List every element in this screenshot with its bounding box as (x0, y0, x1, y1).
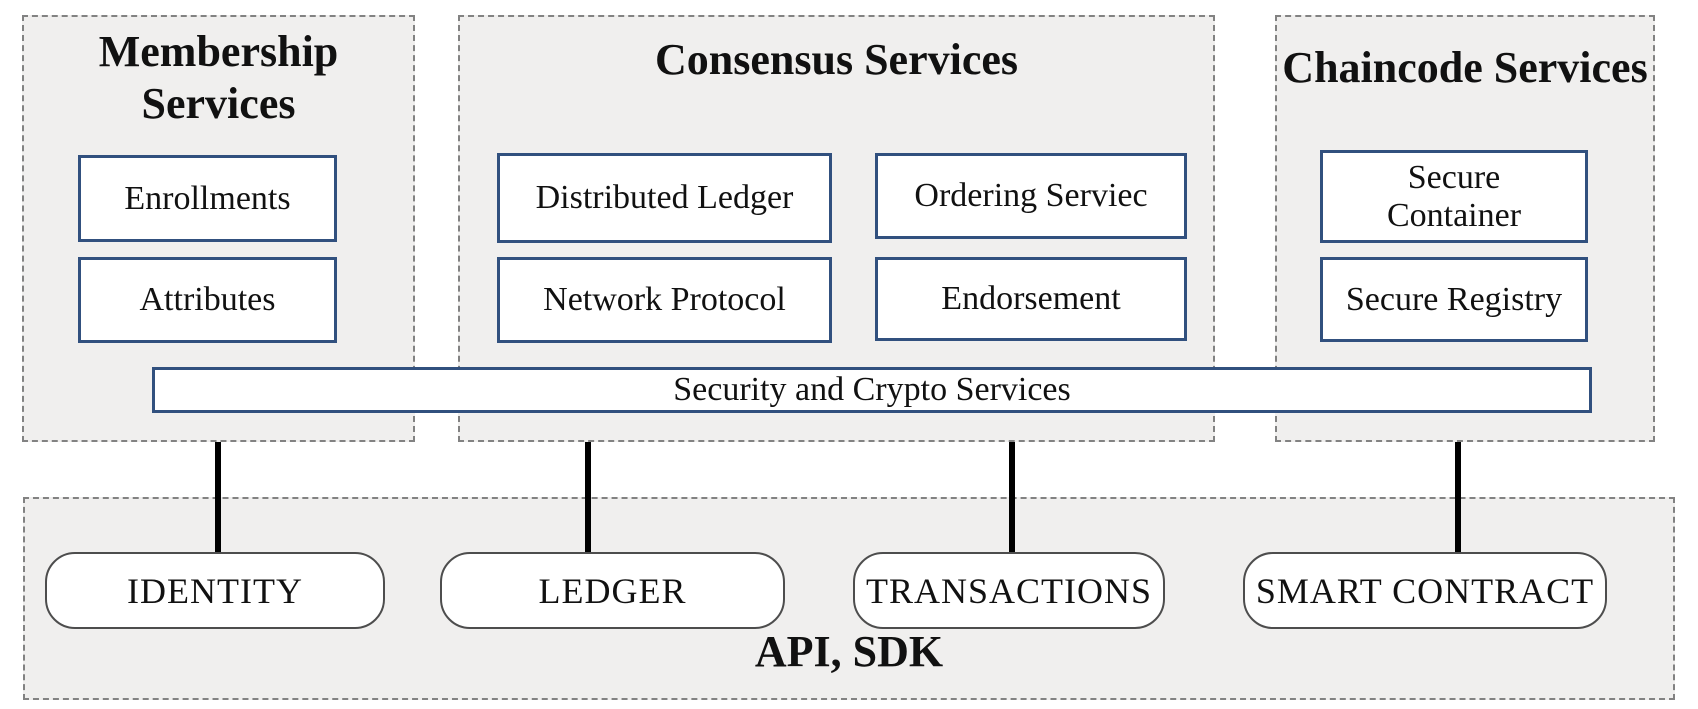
box-attributes: Attributes (78, 257, 337, 343)
membership-services-title: Membership Services (22, 26, 415, 130)
node-smart-contract: SMART CONTRACT (1243, 552, 1607, 629)
box-ordering-service: Ordering Serviec (875, 153, 1187, 239)
connector-consensus-transactions (1009, 442, 1015, 554)
connector-membership-identity (215, 442, 221, 554)
box-secure-registry: Secure Registry (1320, 257, 1588, 342)
node-ledger: LEDGER (440, 552, 785, 629)
box-network-protocol: Network Protocol (497, 257, 832, 343)
security-crypto-services-bar: Security and Crypto Services (152, 367, 1592, 413)
consensus-services-title: Consensus Services (654, 35, 1019, 84)
chaincode-services-title: Chaincode Services (1282, 43, 1648, 92)
box-endorsement: Endorsement (875, 257, 1187, 341)
connector-chaincode-smart-contract (1455, 442, 1461, 554)
node-transactions: TRANSACTIONS (853, 552, 1165, 629)
box-distributed-ledger: Distributed Ledger (497, 153, 832, 243)
membership-services-title-text: Membership Services (98, 27, 339, 128)
api-sdk-label: API, SDK (754, 627, 944, 676)
box-enrollments: Enrollments (78, 155, 337, 242)
node-identity: IDENTITY (45, 552, 385, 629)
connector-consensus-ledger (585, 442, 591, 554)
box-secure-container-text: Secure Container (1386, 159, 1522, 234)
box-secure-container: Secure Container (1320, 150, 1588, 243)
